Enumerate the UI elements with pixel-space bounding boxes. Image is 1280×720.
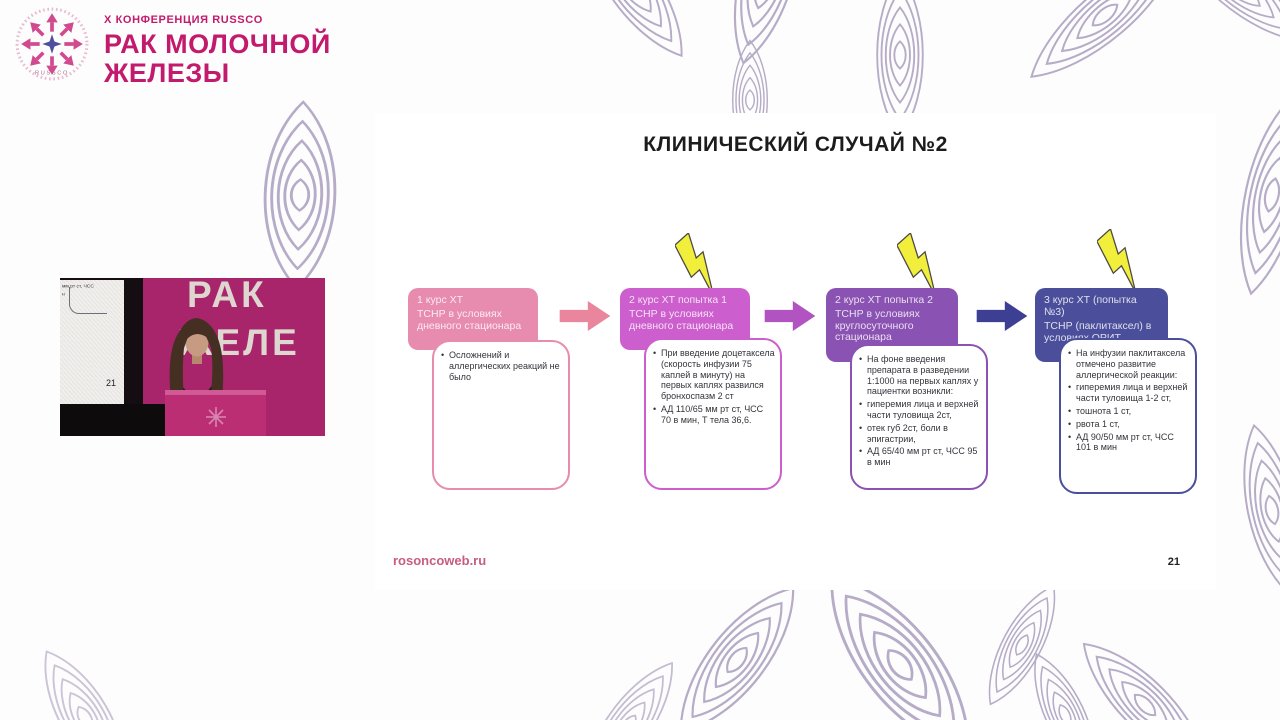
step-header: 1 курс ХТ ТСНР в условиях дневного стаци… [408, 288, 538, 351]
video-dark-area [60, 404, 165, 436]
slide-title: КЛИНИЧЕСКИЙ СЛУЧАЙ №2 [643, 133, 948, 156]
presenter-video: мм рт ст, ЧСС н 21 РАК ЖЕЛЕ [60, 278, 325, 436]
lightning-icon [675, 233, 715, 297]
conference-label: X КОНФЕРЕНЦИЯ RUSSCO [104, 14, 263, 26]
screen-page-number: 21 [106, 378, 117, 388]
step-details: При введение доцетаксела (скорость инфуз… [644, 338, 782, 490]
podium-top [165, 390, 266, 395]
podium-emblem-icon [206, 407, 226, 427]
slide-page-number: 21 [1167, 556, 1180, 568]
backdrop-word: РАК [187, 278, 267, 315]
flowchart: 1 курс ХТ ТСНР в условиях дневного стаци… [375, 288, 1216, 498]
projection-screen: мм рт ст, ЧСС н 21 [60, 280, 124, 404]
screen-slide-text: н [62, 291, 65, 297]
step-details: На инфузии паклитаксела отмечено развити… [1059, 338, 1197, 494]
flow-arrow-icon [559, 301, 611, 331]
flow-arrow-icon [976, 301, 1028, 331]
step-details: На фоне введения препарата в разведении … [850, 344, 988, 490]
podium [165, 390, 266, 436]
brand-header: RUSSCO X КОНФЕРЕНЦИЯ RUSSCO РАК МОЛОЧНОЙ… [14, 6, 331, 88]
lightning-icon [897, 233, 937, 297]
screen-slide-text: мм рт ст, ЧСС [62, 283, 94, 289]
footer-link: rosoncoweb.ru [393, 553, 487, 568]
logo-text: RUSSCO [35, 70, 69, 76]
flow-arrow-icon [764, 301, 816, 331]
screen-slide-box-corner [69, 287, 107, 314]
lightning-icon [1097, 229, 1137, 293]
step-details: Осложнений и аллергических реакций не бы… [432, 340, 570, 490]
conference-title: РАК МОЛОЧНОЙ ЖЕЛЕЗЫ [104, 29, 331, 88]
russco-logo-icon: RUSSCO [15, 7, 89, 81]
slide: КЛИНИЧЕСКИЙ СЛУЧАЙ №2 1 курс ХТ ТСНР в у… [375, 113, 1216, 590]
